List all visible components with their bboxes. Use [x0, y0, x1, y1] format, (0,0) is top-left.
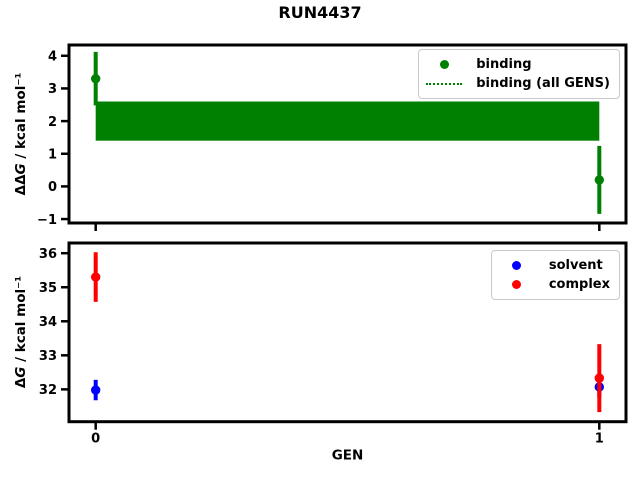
x-axis-label: GEN [332, 448, 364, 464]
y-axis-label-1: ΔG / kcal mol⁻¹ [13, 276, 29, 388]
y-tick-label: 1 [48, 147, 57, 162]
legend-entry-binding-all-gens: binding (all GENS) [425, 74, 610, 93]
y-axis-label-part: G [13, 366, 29, 379]
y-axis-label-0: ΔΔG / kcal mol⁻¹ [13, 73, 29, 196]
legend-entry-complex: complex [498, 275, 610, 294]
y-tick-label: 33 [39, 349, 57, 364]
y-tick-label: 32 [39, 383, 57, 398]
y-tick-label: 36 [39, 247, 57, 262]
legend-label: complex [548, 277, 610, 292]
legend-label: binding [476, 57, 532, 72]
legend-1: solvent complex [490, 250, 620, 300]
legend-dot-icon [425, 60, 463, 69]
y-tick-label: 0 [48, 180, 57, 195]
y-axis-label-part: Δ [13, 378, 29, 389]
legend-label: solvent [548, 258, 603, 273]
y-tick-label: −1 [37, 213, 57, 228]
legend-0: binding binding (all GENS) [418, 49, 620, 99]
y-tick-label: 3 [48, 82, 57, 97]
axes-frame-1 [67, 241, 628, 424]
legend-entry-binding: binding [425, 55, 610, 74]
y-axis-label-part: ΔΔ [13, 174, 29, 196]
figure-title: RUN4437 [278, 3, 362, 22]
legend-glyph-shape [512, 280, 522, 289]
x-tick-label: 0 [91, 432, 100, 447]
x-tick-label: 1 [595, 432, 604, 447]
y-axis-label-part: G [13, 163, 29, 175]
axes-frame-0 [67, 43, 628, 225]
legend-glyph-shape [439, 60, 449, 69]
y-tick-label: 4 [48, 49, 57, 64]
binding-all-gens-band [95, 101, 600, 141]
legend-dot-icon [498, 280, 536, 289]
legend-entry-solvent: solvent [498, 256, 610, 275]
y-tick-label: 35 [39, 281, 57, 296]
binding-point-gen1 [594, 175, 605, 185]
y-tick-label: 34 [39, 315, 57, 330]
complex-point-gen0 [90, 272, 101, 282]
y-tick-label: 2 [48, 115, 57, 130]
binding-point-gen0 [90, 73, 101, 84]
solvent-point-gen0 [90, 385, 101, 395]
legend-glyph-shape [426, 82, 463, 85]
complex-point-gen1 [594, 373, 605, 383]
legend-label: binding (all GENS) [476, 76, 610, 91]
legend-glyph-shape [512, 261, 522, 270]
y-axis-label-part: / kcal mol⁻¹ [13, 276, 29, 367]
legend-dot-icon [498, 261, 536, 270]
y-axis-label-part: / kcal mol⁻¹ [13, 72, 29, 164]
legend-dotted-line-icon [425, 82, 463, 85]
